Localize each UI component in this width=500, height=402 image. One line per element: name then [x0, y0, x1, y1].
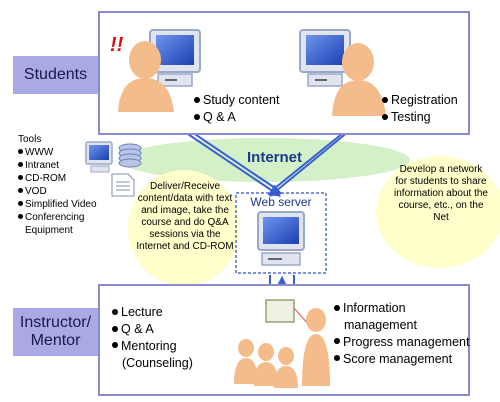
- document-icon: [111, 173, 135, 197]
- internet-label: Internet: [247, 149, 303, 166]
- list-item: CD-ROM: [18, 172, 105, 185]
- student-right-illustration: [299, 29, 386, 116]
- students-label: Students: [13, 56, 98, 94]
- list-item: Testing: [382, 109, 458, 126]
- web-server-illustration: [257, 211, 305, 266]
- list-item: Registration: [382, 92, 458, 109]
- list-item: Conferencing Equipment: [18, 211, 105, 237]
- person-icon: [306, 308, 326, 332]
- student-left-illustration: [118, 29, 201, 112]
- network-note: Develop a network for students to share …: [394, 164, 488, 223]
- alert-marks: !!: [110, 34, 124, 56]
- instructor-illustration: [234, 299, 330, 388]
- list-item: Mentoring (Counseling): [112, 338, 227, 372]
- monitor-screen: [306, 35, 344, 65]
- instructor-left-list: Lecture Q & A Mentoring (Counseling): [112, 304, 227, 372]
- list-item: Information management: [334, 300, 472, 334]
- student-right-list: Registration Testing: [382, 92, 458, 126]
- web-server-box: [235, 192, 327, 274]
- instructor-right-list: Information management Progress manageme…: [334, 300, 472, 368]
- network-note-bubble: [376, 156, 500, 268]
- list-item: Lecture: [112, 304, 227, 321]
- list-item: WWW: [18, 146, 105, 159]
- deliver-note: Deliver/Receive content/data with text a…: [136, 181, 234, 252]
- list-item: Simplified Video: [18, 198, 105, 211]
- person-icon: [278, 347, 294, 365]
- deliver-note-bubble: [128, 170, 240, 286]
- person-icon: [238, 339, 254, 357]
- person-icon: [129, 41, 161, 79]
- instructor-label: Instructor/ Mentor: [13, 308, 98, 356]
- tools-list: Tools WWW Intranet CD-ROM VOD Simplified…: [18, 133, 105, 237]
- list-item: Q & A: [194, 109, 279, 126]
- person-icon: [258, 343, 274, 361]
- monitor-screen: [156, 35, 194, 65]
- list-item: Score management: [334, 351, 472, 368]
- list-item: Intranet: [18, 159, 105, 172]
- student-left-list: Study content Q & A: [194, 92, 279, 126]
- list-item: Progress management: [334, 334, 472, 351]
- tools-title: Tools: [18, 134, 42, 145]
- list-item: Study content: [194, 92, 279, 109]
- list-item: Q & A: [112, 321, 227, 338]
- person-icon: [342, 43, 374, 81]
- list-item: VOD: [18, 185, 105, 198]
- web-server-label: Web server: [250, 195, 312, 209]
- tools-illustration: [85, 141, 142, 197]
- whiteboard-icon: [265, 299, 295, 323]
